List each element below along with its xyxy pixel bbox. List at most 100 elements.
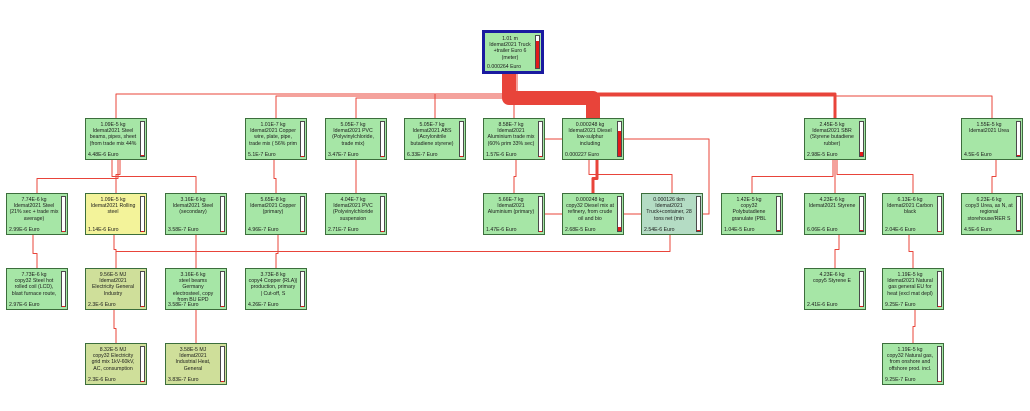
node-label-line: 9.56E-5 MJ xyxy=(99,272,127,278)
node-label-line: beams, pipes, sheet xyxy=(89,134,137,141)
node-cost: 2.54E-6 Euro xyxy=(644,226,675,233)
node-label-line: Idemat2021 PVC xyxy=(333,203,373,210)
node-label-line: General xyxy=(183,365,203,372)
connection-line xyxy=(36,160,119,193)
connection-line xyxy=(115,235,671,268)
node-label-line: trade mix) xyxy=(341,140,365,147)
node-share-bar-fill xyxy=(1017,155,1020,156)
node-label-line: 1.42E-5 kg xyxy=(736,197,762,203)
connection-line xyxy=(545,138,710,215)
node-label-line: (from trade mix 44% xyxy=(89,140,137,147)
node-label-line: 3.58E-5 MJ xyxy=(179,347,207,353)
node-share-bar xyxy=(140,196,145,232)
node-share-bar xyxy=(859,121,864,157)
node-label-line: Electricity General xyxy=(91,284,135,291)
node-label-line: Idemat2021 Steel xyxy=(172,203,214,210)
node-label-line: 3.16E-6 kg xyxy=(180,272,206,278)
node-share-bar-fill xyxy=(860,230,863,231)
node-label-line: oil and bio xyxy=(578,215,602,222)
node-cost: 6.33E-7 Euro xyxy=(407,151,438,158)
node-share-bar xyxy=(300,271,305,307)
node-label-line: tons net (min xyxy=(654,215,684,222)
connection-line xyxy=(912,310,916,343)
node-label-line: (secondary) xyxy=(179,209,207,216)
node-label-line: 3.16E-6 kg xyxy=(180,197,206,203)
node-label-line: Idemat2021 Urea xyxy=(968,128,1010,135)
node-cost: 4.26E-7 Euro xyxy=(248,301,279,308)
node-share-bar xyxy=(1016,196,1021,232)
node-share-bar xyxy=(538,121,543,157)
node-label-line: Truck+container, 28 xyxy=(646,209,692,216)
node-label-line: (21% sec + trade mix xyxy=(9,209,59,216)
node-cost: 3.58E-7 Euro xyxy=(168,226,199,233)
node-label-line: 7.73E-6 kg xyxy=(21,272,47,278)
node-label-line: Idemat2021 xyxy=(497,128,525,135)
node-share-bar xyxy=(380,121,385,157)
node-label-line: refinery, from crude xyxy=(567,209,613,216)
node-cost: 2.99E-6 Euro xyxy=(9,226,40,233)
connection-line xyxy=(512,74,993,118)
node-label-line: Idemat2021 Truck xyxy=(489,42,531,49)
node-label-line: electrosteel, copy xyxy=(172,290,214,297)
node-cost: 1.04E-5 Euro xyxy=(724,226,755,233)
connection-line xyxy=(513,160,517,193)
node-label-line: Idemat2021 Carbon xyxy=(887,203,933,210)
node-label-line: rolled coil (LCD), xyxy=(14,284,54,291)
node-cost: 2.3E-6 Euro xyxy=(88,301,116,308)
connection-line xyxy=(111,160,197,193)
node-label-line: (Acrylonitrile xyxy=(417,134,447,141)
node-label-line: Idemat2021 PVC xyxy=(333,128,373,135)
node-label-line: (Polyvinylchloride, xyxy=(332,134,374,141)
node-share-bar xyxy=(859,196,864,232)
node-label-line: 3.73E-8 kg xyxy=(260,272,286,278)
node-label-line: low-sulphur xyxy=(576,134,604,141)
connection-line xyxy=(908,235,914,268)
node-label-line: granulate (PBL xyxy=(731,215,767,222)
node-label-line: suspension xyxy=(339,215,367,222)
node-share-bar-fill xyxy=(777,230,780,231)
node-label-line: gas general EU for xyxy=(888,284,932,291)
node-label-line: 5.05E-7 kg xyxy=(419,122,445,128)
node-share-bar xyxy=(220,196,225,232)
